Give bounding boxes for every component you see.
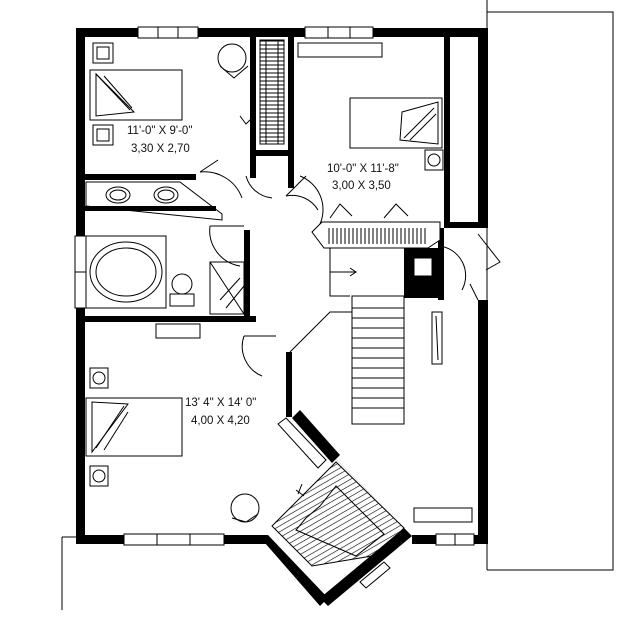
bathroom-fixtures (85, 181, 245, 315)
bedroom-2-dim-imperial: 11'-0" X 9'-0" (127, 125, 192, 137)
door-swings (199, 159, 501, 377)
master-bedroom-dim-metric: 4,00 X 4,20 (191, 415, 250, 427)
closet-shelving (259, 39, 285, 145)
master-bedroom-dim-imperial: 13' 4" X 14' 0" (185, 397, 256, 409)
windows (74, 26, 475, 589)
staircase (289, 248, 443, 425)
bedroom-2-dim-metric: 3,30 X 2,70 (131, 143, 190, 155)
master-bedroom-furniture (85, 323, 473, 523)
interior-walls (76, 28, 488, 417)
bedroom-2-furniture (89, 42, 253, 146)
bedroom-3-dim-metric: 3,00 X 3,50 (332, 180, 391, 192)
bedroom-3-dim-imperial: 10'-0" X 11'-8" (327, 163, 399, 175)
bedroom-3-furniture (297, 42, 444, 249)
